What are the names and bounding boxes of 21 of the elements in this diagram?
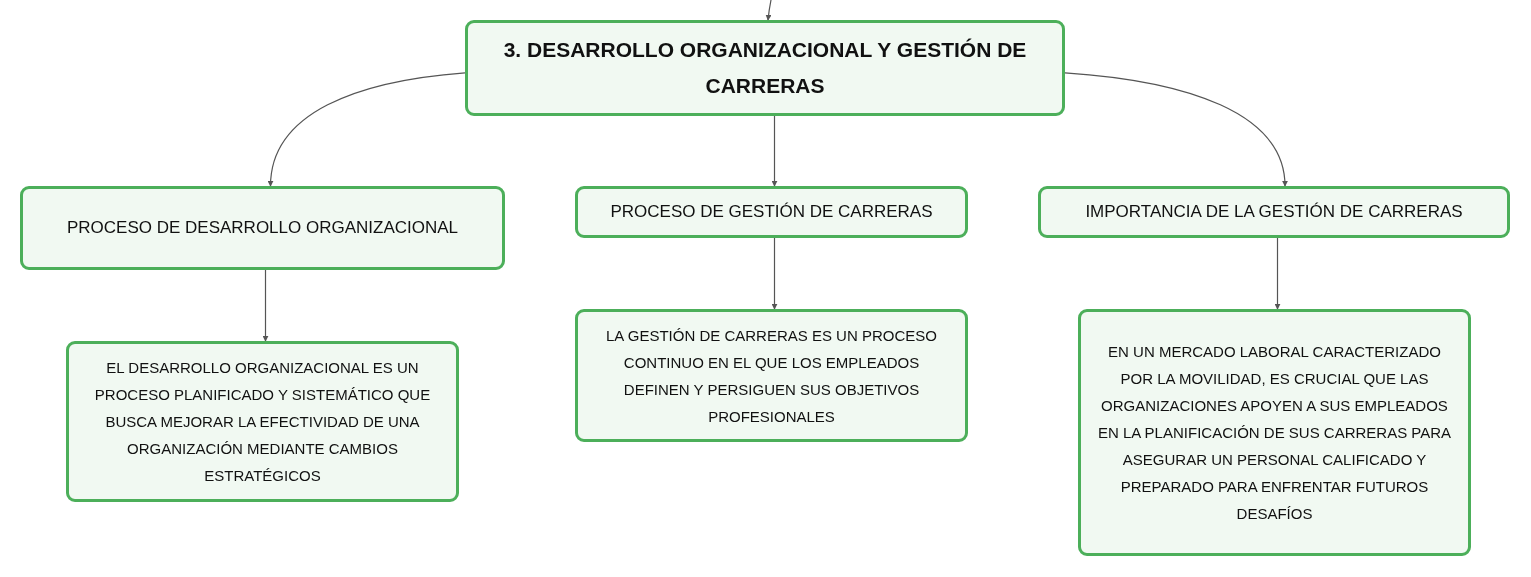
topic-title: 3. DESARROLLO ORGANIZACIONAL Y GESTIÓN DE CARRERAS: [502, 37, 1028, 99]
node-text: PROCESO DE DESARROLLO ORGANIZACIONAL: [66, 217, 459, 239]
topic-box: [465, 20, 1065, 116]
subtopic-box: [575, 186, 968, 238]
connector-arrow: [765, 0, 772, 21]
node-text: EL DESARROLLO ORGANIZACIONAL ES UN PROCESO PLANIFICADO Y SISTEMÁTICO QUE BUSCA MEJORAR LA EFECTIVIDAD DE UNA ORGANIZACIÓN MEDIANTE CAMBIOS ESTRATÉGICOS: [93, 358, 432, 486]
subtopic-box: [20, 186, 505, 270]
node-text: LA GESTIÓN DE CARRERAS ES UN PROCESO CONTINUO EN EL QUE LOS EMPLEADOS DEFINEN Y PERSIGUEN SUS OBJETIVOS PROFESIONALES: [605, 325, 938, 427]
description-box: [1078, 309, 1471, 556]
connector-arrow: [1274, 237, 1281, 310]
node-text: IMPORTANCIA DE LA GESTIÓN DE CARRERAS: [1085, 201, 1463, 223]
connector-arrow: [1064, 72, 1288, 187]
connector-arrow: [268, 72, 466, 187]
subtopic-box: [1038, 186, 1510, 238]
node-text: EN UN MERCADO LABORAL CARACTERIZADO POR LA MOVILIDAD, ES CRUCIAL QUE LAS ORGANIZACIONES APOYEN A SUS EMPLEADOS EN LA PLANIFICACIÓN DE SUS CARRERAS PARA ASEGURAR UN PERSONAL CALIFICADO Y PREPARADO PARA ENFRENTAR FUTUROS DESAFÍOS: [1096, 342, 1453, 524]
node-text: PROCESO DE GESTIÓN DE CARRERAS: [610, 201, 933, 223]
description-box: [66, 341, 459, 502]
connector-arrow: [262, 269, 269, 342]
connector-arrow: [771, 115, 778, 187]
description-box: [575, 309, 968, 442]
connector-arrow: [771, 237, 778, 310]
